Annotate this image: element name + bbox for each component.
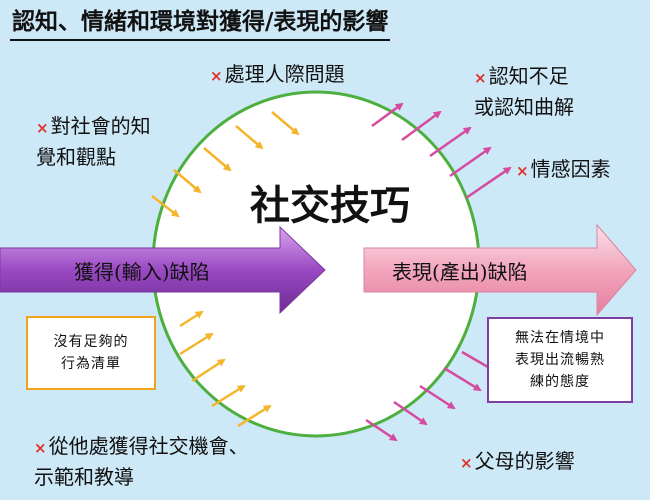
factor-emotional: ×情感因素 [516, 157, 611, 181]
bullet-x-icon: × [516, 162, 529, 180]
box-fluent-performance: 無法在情境中 表現出流暢熟 練的態度 [487, 317, 633, 403]
outward-arrows-top [371, 102, 512, 200]
inward-arrows-bottom [179, 310, 272, 428]
input-deficit-label: 獲得(輸入)缺陷 [74, 260, 210, 284]
factor-social-opportunities: ×從他處獲得社交機會、 示範和教導 [34, 434, 249, 489]
factor-parental-influence: ×父母的影響 [460, 449, 575, 473]
inward-arrows-top [151, 111, 300, 218]
bullet-x-icon: × [460, 454, 473, 472]
output-deficit-arrow [363, 223, 637, 317]
factor-social-perception: ×對社會的知 覺和觀點 [36, 114, 151, 169]
factor-cognitive-deficit: ×認知不足 或認知曲解 [474, 64, 574, 119]
center-label-social-skills: 社交技巧 [250, 183, 410, 229]
bullet-x-icon: × [210, 67, 223, 85]
box-insufficient-repertoire: 沒有足夠的 行為清單 [26, 316, 156, 390]
factor-interpersonal-problems: ×處理人際問題 [210, 62, 345, 86]
page-title: 認知、情緒和環境對獲得/表現的影響 [10, 6, 391, 41]
input-deficit-arrow [0, 225, 326, 315]
bullet-x-icon: × [474, 69, 487, 87]
bullet-x-icon: × [34, 439, 47, 457]
output-deficit-label: 表現(產出)缺陷 [392, 260, 528, 284]
bullet-x-icon: × [36, 119, 49, 137]
